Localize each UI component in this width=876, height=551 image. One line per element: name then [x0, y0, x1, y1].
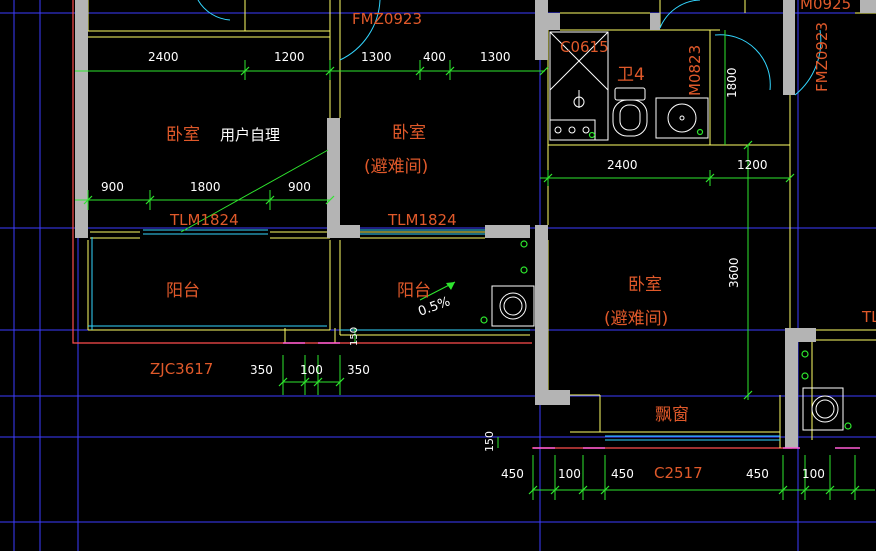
drain-points: [480, 128, 852, 430]
dim-bottom-right-3: 450: [611, 467, 634, 481]
dim-bottom-right-5: 100: [802, 467, 825, 481]
room-label-balcony-mid: 阳台: [397, 281, 431, 301]
shower-icon: [549, 31, 609, 141]
tag-door-right-vert: FMZ0923: [813, 22, 831, 92]
toilet-icon: [612, 87, 648, 137]
dim-mid-3: 900: [288, 180, 311, 194]
tag-door-mid-balcony: TLM1824: [387, 211, 457, 229]
dim-right-1: 2400: [607, 158, 638, 172]
washing-machine-icon: [491, 285, 844, 431]
room-label-bay-window: 飘窗: [655, 405, 689, 425]
dim-small-150-b: 150: [483, 431, 496, 452]
tag-door-wc: M0823: [686, 45, 704, 96]
washbasin-icon: [655, 97, 709, 139]
dimension-ticks: [83, 66, 860, 495]
dim-bottom-right-1: 450: [501, 467, 524, 481]
dim-vertical-right: 3600: [727, 257, 741, 288]
dim-top-5: 1300: [480, 50, 511, 64]
dim-top-1: 2400: [148, 50, 179, 64]
room-label-bedroom-left: 卧室: [166, 125, 200, 145]
tag-door-left-balcony: TLM1824: [169, 211, 239, 229]
room-label-balcony-left: 阳台: [166, 281, 200, 301]
dim-bottom-left-3: 350: [347, 363, 370, 377]
tag-window-balcony: ZJC3617: [150, 360, 213, 378]
wall-blocks: [75, 0, 876, 448]
tag-partial-right: TL: [861, 308, 876, 326]
dim-top-2: 1200: [274, 50, 305, 64]
markers-pink: [283, 342, 860, 449]
tag-window-wc: C0615: [560, 38, 609, 56]
tag-door-top-right: M0925: [800, 0, 851, 13]
room-label-bedroom-mid: 卧室: [392, 123, 426, 143]
tag-door-top-mid: FMZ0923: [352, 10, 422, 28]
tag-window-bay: C2517: [654, 464, 703, 482]
openings: [88, 0, 822, 441]
slope-arrow-icon: [446, 282, 455, 290]
wall-lines: [87, 0, 876, 448]
dim-bottom-left-1: 350: [250, 363, 273, 377]
dim-mid-2: 1800: [190, 180, 221, 194]
dim-bottom-left-2: 100: [300, 363, 323, 377]
room-label-wc: 卫4: [617, 65, 645, 85]
room-label-bedroom-mid-sub: (避难间): [364, 157, 428, 177]
dim-top-4: 400: [423, 50, 446, 64]
dim-mid-1: 900: [101, 180, 124, 194]
dim-bottom-right-2: 100: [558, 467, 581, 481]
room-label-bedroom-right: 卧室: [628, 275, 662, 295]
dimension-lines: [75, 30, 875, 500]
dim-right-2: 1200: [737, 158, 768, 172]
dim-bottom-right-4: 450: [746, 467, 769, 481]
dim-small-150-a: 150: [349, 327, 360, 346]
note-user-managed: 用户自理: [220, 126, 280, 144]
dim-vertical-wc: 1800: [725, 67, 739, 98]
room-label-bedroom-right-sub: (避难间): [604, 309, 668, 329]
dim-top-3: 1300: [361, 50, 392, 64]
